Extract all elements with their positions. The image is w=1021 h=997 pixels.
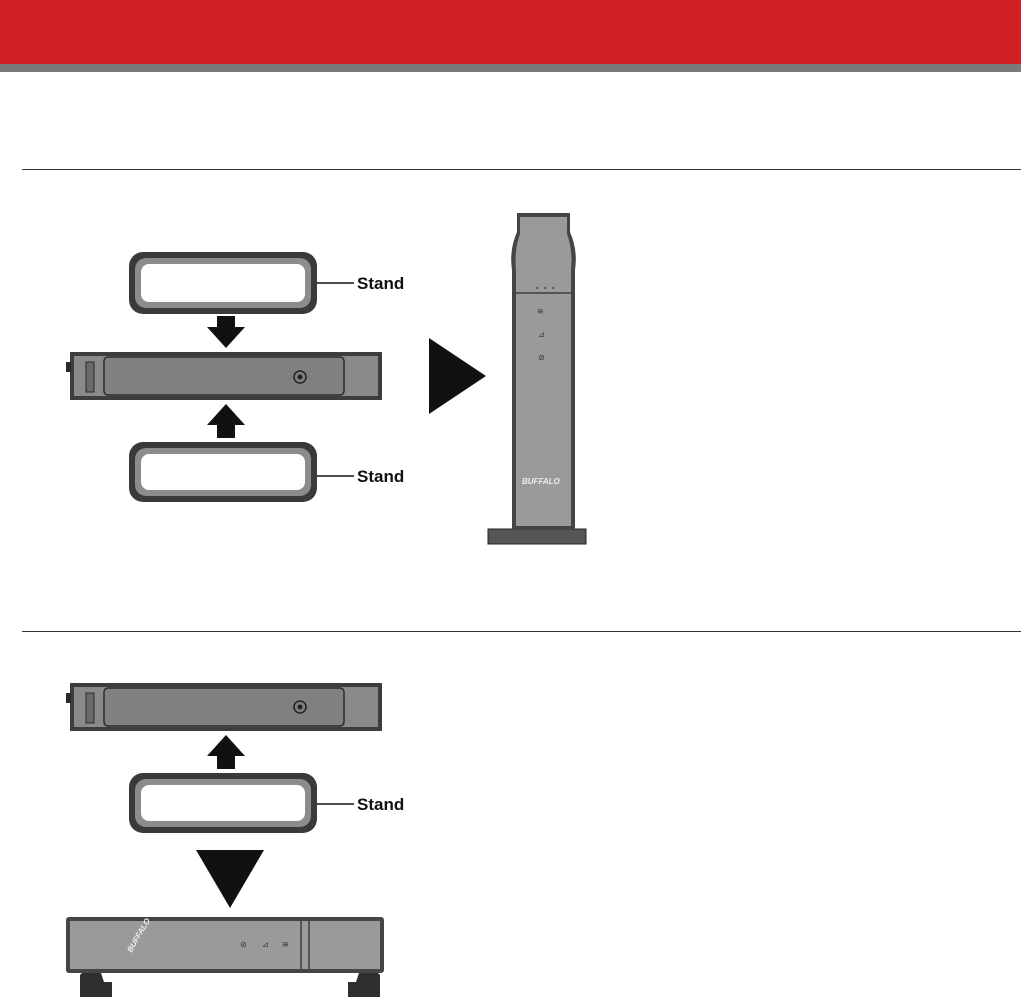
arrow-up-icon: [207, 404, 245, 438]
router-side-view-2: [66, 683, 382, 731]
stand-single: [129, 773, 317, 833]
router-horizontal-front: ⊘ ⊿ ≋ BUFFALO: [66, 916, 384, 997]
arrow-down-icon: [207, 316, 245, 348]
wifi-led-icon: ≋: [537, 307, 544, 316]
security-led-icon: ⊿: [538, 330, 545, 339]
status-led-icon: ⊘: [538, 353, 545, 362]
buffalo-logo-vertical: BUFFALO: [522, 477, 561, 486]
figure-horizontal-installation: Stand ⊘ ⊿ ≋ BUFFALO: [66, 683, 404, 997]
security-led-icon-2: ⊿: [262, 940, 269, 949]
status-led-icon-2: ⊘: [240, 940, 247, 949]
stand-bottom: [129, 442, 317, 502]
router-front-view: ≋ ⊿ ⊘ BUFFALO: [488, 213, 586, 544]
stand-label-single: Stand: [357, 795, 404, 814]
stand-top: [129, 252, 317, 314]
stand-label-top: Stand: [357, 274, 404, 293]
router-side-view: [66, 352, 382, 400]
arrow-up-icon-2: [207, 735, 245, 769]
stand-label-bottom: Stand: [357, 467, 404, 486]
triangle-down-icon: [196, 850, 264, 908]
triangle-right-icon: [429, 338, 486, 414]
figure-vertical-installation: Stand Stand: [66, 213, 586, 544]
wifi-led-icon-2: ≋: [282, 940, 289, 949]
